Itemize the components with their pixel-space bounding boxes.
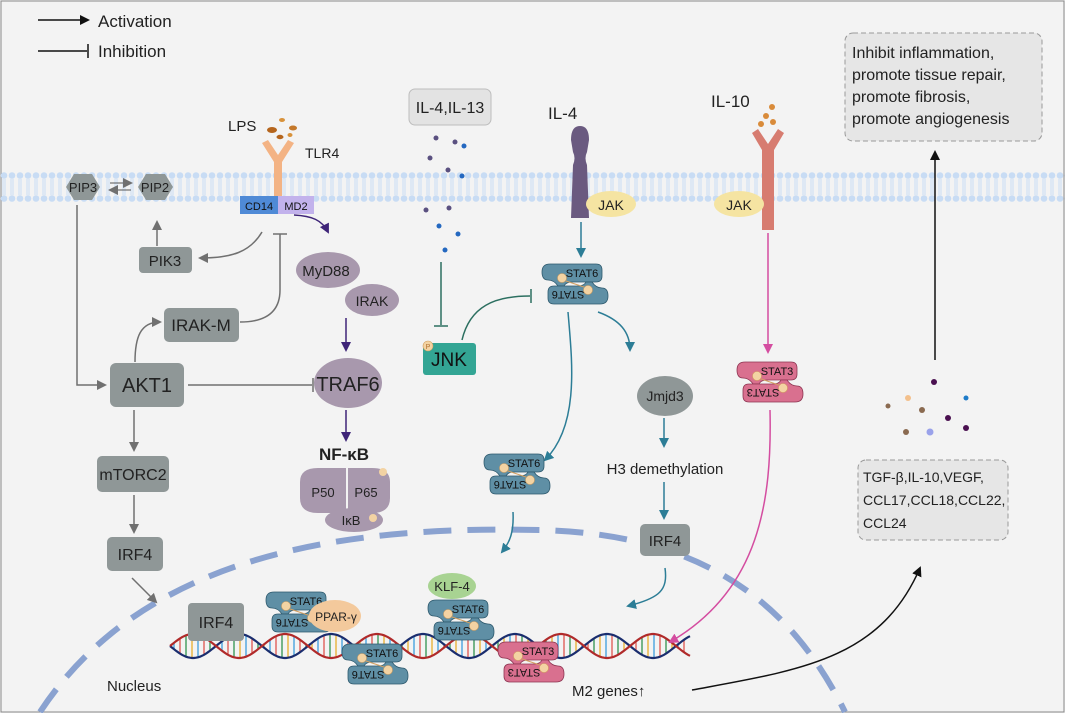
- pik3-node: [139, 247, 192, 273]
- jak-il4-node: [586, 191, 636, 217]
- pip2-node: [138, 174, 173, 200]
- pip3-label: PIP3: [69, 180, 97, 195]
- md2-node: [278, 196, 314, 214]
- svg-text:STAT3: STAT3: [761, 366, 794, 378]
- ppar-label: PPAR-γ: [315, 610, 357, 624]
- il10-label: IL-10: [711, 92, 750, 111]
- nuclear-envelope: [37, 526, 848, 713]
- svg-text:STAT6: STAT6: [508, 458, 541, 470]
- il4-il13-ligands: [423, 135, 467, 253]
- klf4-label: KLF-4: [434, 579, 469, 594]
- pip3-node: [66, 174, 100, 200]
- p50-label: P50: [311, 485, 334, 500]
- nfkb-label: NF-κB: [319, 445, 369, 464]
- pik3-label: PIK3: [149, 253, 182, 270]
- legend: Activation Inhibition: [38, 12, 172, 61]
- secreted-factors: [885, 379, 969, 436]
- irf4-left-node: [107, 537, 163, 571]
- h3-demethylation-label: H3 demethylation: [607, 461, 724, 478]
- legend-activation-label: Activation: [98, 12, 172, 31]
- irak-m-label: IRAK-M: [171, 316, 231, 335]
- pip2-label: PIP2: [141, 180, 169, 195]
- il10-ligands: [758, 104, 776, 127]
- legend-inhibition-label: Inhibition: [98, 42, 166, 61]
- irf4-nucleus-label: IRF4: [199, 615, 234, 632]
- tlr4-label: TLR4: [305, 145, 339, 161]
- effects-line-4: promote angiogenesis: [852, 111, 1009, 128]
- traf6-label: TRAF6: [316, 374, 379, 396]
- il4-receptor: [571, 126, 589, 218]
- svg-text:STAT3: STAT3: [522, 646, 555, 658]
- jak-il10-node: [714, 191, 764, 217]
- p65-label: P65: [354, 485, 377, 500]
- jmjd3-label: Jmjd3: [646, 388, 684, 404]
- ikb-node: [325, 508, 383, 532]
- akt1-node: [110, 363, 184, 407]
- ppar-node: [309, 600, 361, 632]
- irf4-right-node: [640, 524, 690, 556]
- cytokines-box: [857, 459, 1009, 541]
- svg-text:STAT3: STAT3: [747, 386, 780, 398]
- irak-node: [345, 284, 399, 316]
- svg-text:STAT6: STAT6: [552, 288, 585, 300]
- effects-line-2: promote tissue repair,: [852, 67, 1006, 84]
- p65-node: [348, 468, 390, 513]
- irf4-right-label: IRF4: [649, 533, 682, 550]
- svg-text:STAT6: STAT6: [438, 624, 471, 636]
- m2-genes-label: M2 genes↑: [572, 683, 645, 700]
- svg-text:STAT6: STAT6: [494, 478, 527, 490]
- jmjd3-node: [637, 376, 693, 416]
- svg-text:STAT6: STAT6: [566, 268, 599, 280]
- nucleus-label: Nucleus: [107, 678, 161, 695]
- il10-receptor: [752, 129, 784, 230]
- svg-text:STAT6: STAT6: [276, 616, 309, 628]
- cytokines-line-1: TGF-β,IL-10,VEGF,: [863, 469, 984, 485]
- irf4-left-label: IRF4: [118, 547, 153, 564]
- p50-node: [300, 468, 346, 513]
- traf6-node: [314, 358, 382, 408]
- mtorc2-node: [97, 456, 169, 492]
- cell-membrane: [0, 172, 1065, 202]
- cd14-node: [240, 196, 278, 214]
- effects-line-1: Inhibit inflammation,: [852, 45, 994, 62]
- lps-label: LPS: [228, 118, 256, 135]
- jnk-label: JNK: [431, 350, 467, 371]
- svg-text:STAT6: STAT6: [366, 648, 399, 660]
- il4-il13-label: IL-4,IL-13: [416, 100, 485, 117]
- irak-label: IRAK: [356, 293, 389, 309]
- cytokines-line-3: CCL24: [863, 515, 907, 531]
- svg-text:STAT6: STAT6: [352, 668, 385, 680]
- svg-text:STAT6: STAT6: [452, 604, 485, 616]
- md2-label: MD2: [284, 201, 307, 213]
- svg-text:STAT3: STAT3: [508, 666, 541, 678]
- ikb-label: IκB: [342, 513, 361, 528]
- effects-line-3: promote fibrosis,: [852, 89, 970, 106]
- effects-box: [844, 32, 1043, 142]
- jak-il4-label: JAK: [598, 197, 624, 213]
- lps-ligand: [267, 118, 297, 140]
- klf4-node: [428, 573, 476, 599]
- tlr4-receptor: [262, 140, 294, 205]
- akt1-label: AKT1: [122, 375, 172, 397]
- irak-m-node: [164, 308, 239, 342]
- mtorc2-label: mTORC2: [99, 467, 166, 484]
- svg-text:STAT6: STAT6: [290, 596, 323, 608]
- myd88-node: [296, 252, 360, 288]
- cd14-label: CD14: [245, 201, 273, 213]
- jak-il10-label: JAK: [726, 197, 752, 213]
- jnk-node: [423, 343, 476, 375]
- cytokines-line-2: CCL17,CCL18,CCL22,: [863, 492, 1005, 508]
- il4-label: IL-4: [548, 104, 577, 123]
- myd88-label: MyD88: [302, 263, 350, 280]
- irf4-nucleus-node: [188, 603, 244, 641]
- il4-il13-box: [408, 88, 492, 126]
- svg-text:P: P: [426, 344, 431, 351]
